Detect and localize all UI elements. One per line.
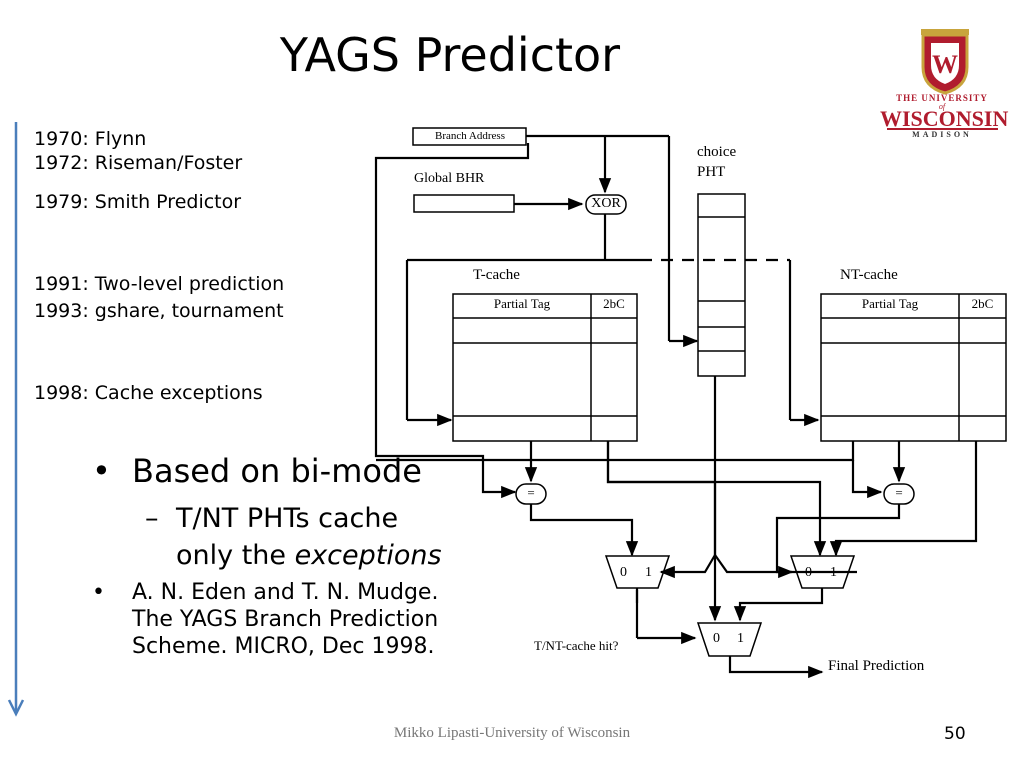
t-2bc-header: 2bC <box>603 296 625 311</box>
global-bhr-label: Global BHR <box>414 171 485 186</box>
timeline-1991: 1991: Two-level prediction <box>34 273 285 295</box>
slide-footer: Mikko Lipasti-University of Wisconsin <box>393 725 631 741</box>
mux-t-0: 0 <box>620 565 627 580</box>
timeline-1979: 1979: Smith Predictor <box>34 191 242 213</box>
timeline-1970: 1970: Flynn <box>34 128 147 150</box>
sub-bullet-line2: only the exceptions <box>176 540 442 571</box>
timeline-1972: 1972: Riseman/Foster <box>34 152 243 174</box>
reference-line-2: The YAGS Branch Prediction <box>132 607 439 632</box>
page-number: 50 <box>944 724 966 744</box>
t-eq-label: = <box>527 485 535 500</box>
nt-partial-tag-header: Partial Tag <box>861 296 919 311</box>
choice-pht-table <box>697 193 746 377</box>
bullet-dot-1: • <box>92 452 111 490</box>
xor-label: XOR <box>591 196 621 211</box>
t-cache-label: T-cache <box>473 267 520 283</box>
mux-nt-0: 0 <box>805 565 812 580</box>
nt-eq-label: = <box>895 485 903 500</box>
mux-final-0: 0 <box>713 631 720 646</box>
logo-rule <box>887 128 998 130</box>
mux-final-1: 1 <box>737 631 744 646</box>
logo-line-wisconsin: WISCONSIN <box>880 106 1009 131</box>
sub-bullet-emphasis: exceptions <box>294 540 442 571</box>
timeline-1993: 1993: gshare, tournament <box>34 300 284 322</box>
timeline-arrow <box>7 122 25 717</box>
crest-letter: W <box>932 50 958 79</box>
mux-nt <box>789 555 856 589</box>
reference-line-3: Scheme. MICRO, Dec 1998. <box>132 634 435 659</box>
sub-bullet-line1: T/NT PHTs cache <box>176 503 399 534</box>
nt-cache-label: NT-cache <box>840 267 898 283</box>
bullet-dot-2: • <box>92 580 105 605</box>
mux-nt-1: 1 <box>830 565 837 580</box>
choice-label: choice <box>697 144 737 160</box>
reference-line-1: A. N. Eden and T. N. Mudge. <box>132 580 439 605</box>
timeline-1998: 1998: Cache exceptions <box>34 382 263 404</box>
t-cache-table <box>452 293 638 442</box>
sub-bullet-prefix: only the <box>176 540 295 571</box>
branch-address-label: Branch Address <box>435 130 505 142</box>
slide-title: YAGS Predictor <box>279 28 621 82</box>
cache-hit-label: T/NT-cache hit? <box>534 638 619 653</box>
mux-t-1: 1 <box>645 565 652 580</box>
logo-line-of: of <box>938 102 946 111</box>
wisconsin-crest-icon: W <box>921 29 969 95</box>
nt-2bc-header: 2bC <box>971 296 994 311</box>
bullet-bimode: Based on bi-mode <box>132 452 422 490</box>
nt-cache-table <box>820 293 1007 442</box>
final-prediction-label: Final Prediction <box>828 658 925 674</box>
logo-line-madison: MADISON <box>912 130 972 139</box>
global-bhr-box <box>413 194 515 213</box>
t-partial-tag-header: Partial Tag <box>493 296 551 311</box>
mux-t <box>604 555 671 589</box>
pht-label: PHT <box>697 164 726 180</box>
logo-line-university: THE UNIVERSITY <box>896 93 988 103</box>
sub-bullet-dash: – <box>145 503 159 534</box>
mux-final <box>696 622 763 657</box>
